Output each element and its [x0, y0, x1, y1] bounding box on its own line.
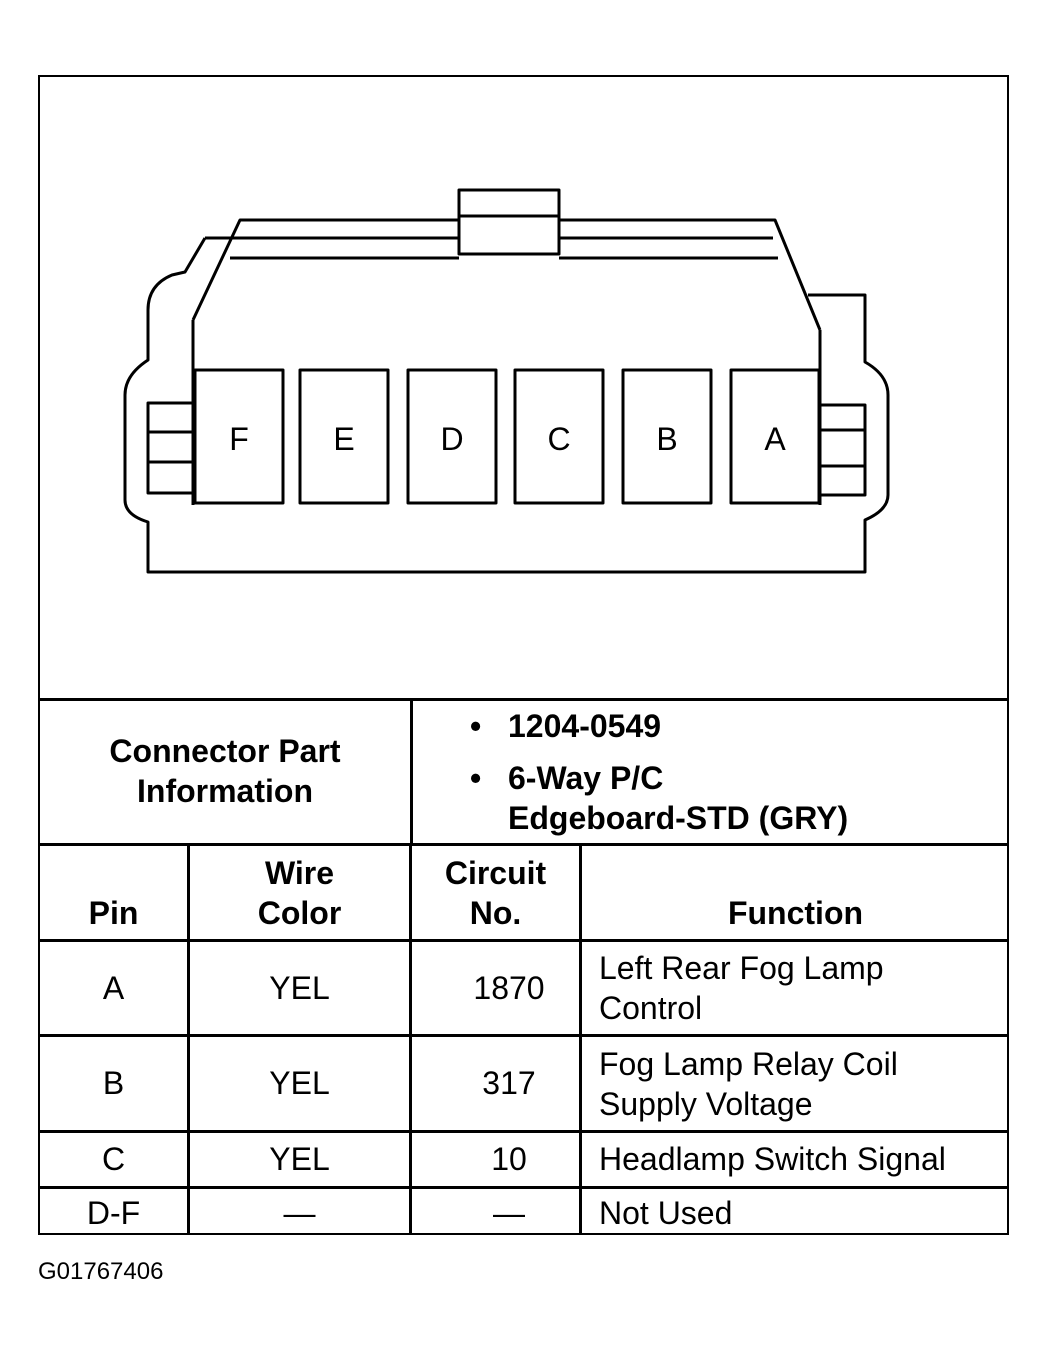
- header-function: Function: [727, 895, 864, 931]
- pin-label: E: [333, 421, 354, 457]
- table-rule: [187, 843, 190, 1235]
- pin-cavity: [513, 368, 605, 505]
- connector-part-info: [38, 698, 1009, 844]
- pin-label: C: [547, 421, 570, 457]
- cell-circuit: 10: [491, 1141, 527, 1177]
- pin-label: D: [440, 421, 463, 457]
- pin-label: F: [229, 421, 249, 457]
- cell-wire-color: YEL: [269, 1065, 330, 1101]
- cell-wire-color: —: [283, 1195, 316, 1231]
- connector-latch: [457, 188, 561, 256]
- table-rule: [38, 1186, 1009, 1189]
- pin-cavity: [193, 368, 285, 505]
- table-rule: [38, 939, 1009, 942]
- header-pin: Pin: [88, 895, 139, 931]
- connector-face-diagram: F E D C B A: [123, 188, 890, 574]
- pin-label: A: [764, 421, 786, 457]
- pin-cavity: [729, 368, 821, 505]
- part-info-item: • 6-Way P/C Edgeboard-STD (GRY): [470, 758, 848, 838]
- cell-pin: C: [101, 1141, 126, 1177]
- part-number: 1204-0549: [508, 708, 662, 744]
- table-rule: [38, 1130, 1009, 1133]
- cell-pin: B: [102, 1065, 125, 1101]
- part-info-item: • 1204-0549: [470, 706, 848, 746]
- cell-function: Not Used: [599, 1195, 733, 1231]
- cell-function: Left Rear Fog Lamp Control: [599, 950, 884, 1026]
- cell-function: Headlamp Switch Signal: [599, 1141, 946, 1177]
- bullet-icon: •: [470, 760, 482, 796]
- connector-type: 6-Way P/C: [508, 760, 664, 796]
- part-info-list: • 1204-0549 • 6-Way P/C Edgeboard-STD (G…: [470, 706, 848, 838]
- divider: [410, 698, 413, 844]
- cell-wire-color: YEL: [269, 1141, 330, 1177]
- cell-pin: A: [102, 970, 125, 1006]
- part-info-label: Connector Part Information: [109, 733, 341, 809]
- table-rule: [38, 1034, 1009, 1037]
- cell-pin: D-F: [86, 1195, 141, 1231]
- diagram-frame: [38, 75, 1009, 1235]
- cell-circuit: 1870: [473, 970, 545, 1006]
- pin-cavity: [298, 368, 390, 505]
- header-wire-color: Wire Color: [257, 855, 342, 931]
- pin-cavity: [621, 368, 713, 505]
- bullet-icon: •: [470, 708, 482, 744]
- figure-code: G01767406: [38, 1258, 164, 1285]
- table-rule: [409, 843, 412, 1235]
- cell-function: Fog Lamp Relay Coil Supply Voltage: [599, 1046, 898, 1122]
- pin-label: B: [656, 421, 677, 457]
- connector-type: Edgeboard-STD (GRY): [508, 800, 849, 836]
- cell-wire-color: YEL: [269, 970, 330, 1006]
- table-rule: [579, 843, 582, 1235]
- cell-circuit: 317: [482, 1065, 536, 1101]
- cell-circuit: —: [493, 1195, 525, 1231]
- header-circuit-no: Circuit No.: [444, 855, 547, 931]
- pin-cavity: [406, 368, 498, 505]
- table-rule: [38, 843, 1009, 846]
